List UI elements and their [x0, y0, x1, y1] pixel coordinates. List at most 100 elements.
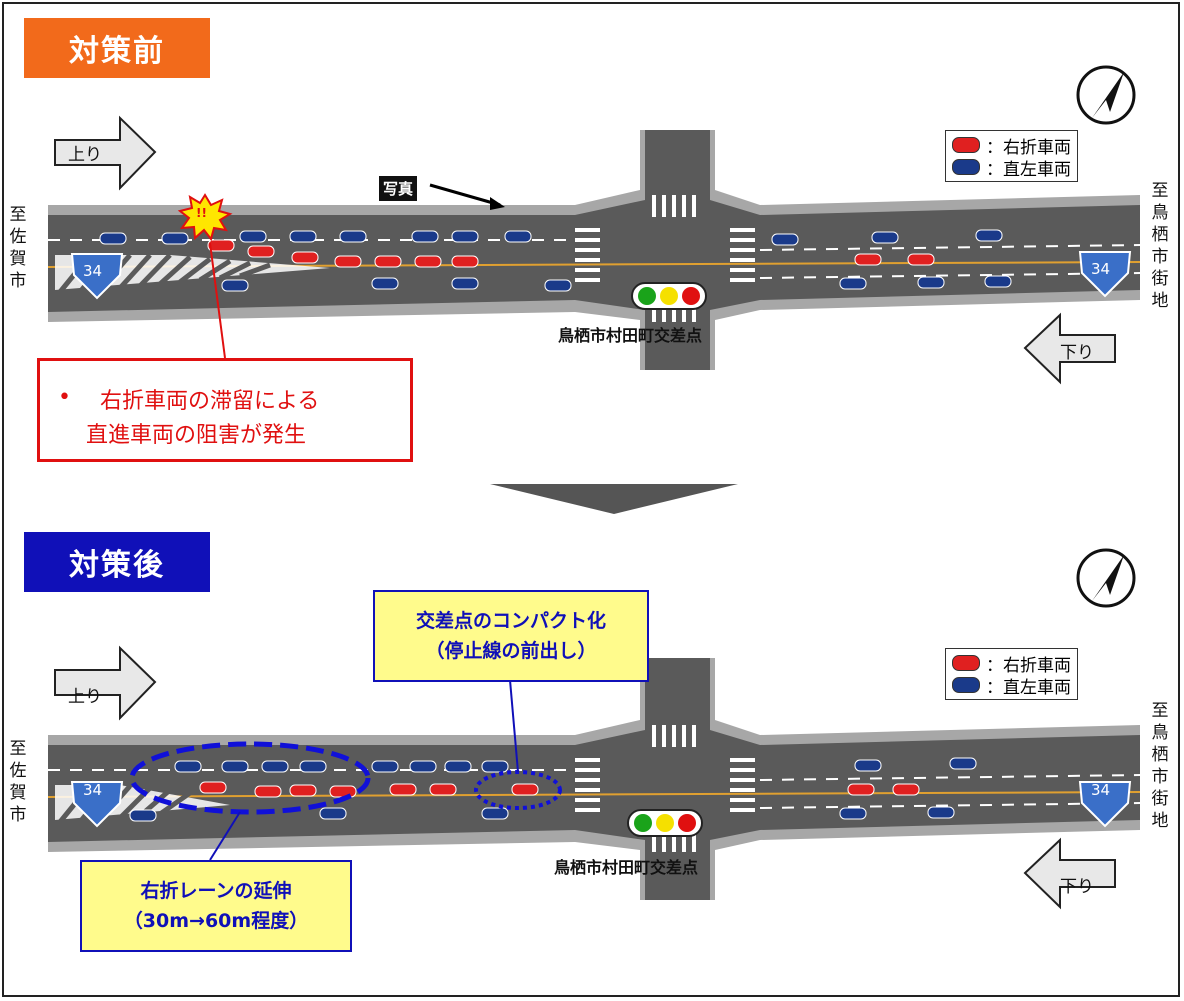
route-shield-icon	[1078, 781, 1132, 828]
car-right-turn	[451, 255, 479, 268]
cars-right-turn	[207, 239, 935, 268]
after-title: 対策後	[24, 532, 210, 592]
car-straight	[871, 231, 899, 244]
car-straight	[839, 277, 867, 290]
legend-straight: ：直左車両	[952, 674, 1071, 698]
car-right-turn	[289, 784, 317, 797]
junction-name: 鳥栖市村田町交差点	[558, 326, 703, 345]
compact-pointer	[509, 679, 519, 773]
route-number-left: 34	[83, 781, 103, 799]
car-straight	[481, 760, 509, 773]
up-direction-label: 上り	[68, 687, 102, 707]
to-saga-label: 至佐 賀市	[9, 205, 27, 291]
car-straight	[371, 760, 399, 773]
car-right-turn	[254, 785, 282, 798]
car-straight	[339, 230, 367, 243]
warning-mark: !!	[196, 206, 207, 220]
after-diagram	[47, 548, 1141, 910]
car-straight	[239, 230, 267, 243]
north-arrow-icon	[1076, 65, 1136, 125]
compact-line1: 交差点のコンパクト化	[415, 610, 606, 632]
before-diagram	[47, 65, 1141, 385]
route-number-right: 34	[1091, 781, 1111, 799]
car-straight	[409, 760, 437, 773]
issue-line1: 右折車両の滞留による	[100, 389, 320, 414]
up-direction-label: 上り	[68, 145, 102, 165]
car-straight	[839, 807, 867, 820]
car-right-turn	[847, 783, 875, 796]
car-straight	[444, 760, 472, 773]
traffic-signal-icon	[627, 809, 703, 837]
extend-pointer	[209, 811, 241, 861]
car-right-turn	[334, 255, 362, 268]
car-right-turn	[414, 255, 442, 268]
straight-car-icon	[952, 159, 980, 175]
traffic-signal-icon	[631, 282, 707, 310]
issue-box: • 右折車両の滞留による 直進車両の阻害が発生	[37, 358, 413, 462]
route-shield-icon	[70, 253, 124, 300]
car-straight	[299, 760, 327, 773]
straight-car-icon	[952, 677, 980, 693]
car-right-turn	[389, 783, 417, 796]
car-right-turn	[329, 785, 357, 798]
car-straight	[975, 229, 1003, 242]
car-right-turn	[374, 255, 402, 268]
car-right-turn	[291, 251, 319, 264]
car-straight	[161, 232, 189, 245]
direction-arrow-icon	[54, 115, 157, 191]
down-direction-label: 下り	[1060, 877, 1094, 897]
legend-straight: ：直左車両	[952, 156, 1071, 180]
issue-bullet: •	[58, 385, 71, 410]
car-straight	[504, 230, 532, 243]
compact-line2: （停止線の前出し）	[425, 640, 597, 662]
crosswalks	[575, 195, 755, 322]
car-right-turn	[207, 239, 235, 252]
car-straight	[371, 277, 399, 290]
photo-label: 写真	[379, 176, 418, 201]
direction-arrow-icon	[1023, 312, 1116, 385]
car-right-turn	[854, 253, 882, 266]
car-straight	[854, 759, 882, 772]
route-shield-icon	[1078, 251, 1132, 298]
to-tosu-label: 至鳥 栖市 街地	[1151, 181, 1169, 311]
route-number-left: 34	[83, 262, 103, 280]
car-straight	[927, 806, 955, 819]
photo-arrow	[429, 183, 501, 207]
direction-arrow-icon	[54, 645, 157, 721]
cars-straight	[99, 229, 1012, 292]
car-straight	[451, 230, 479, 243]
route-number-right: 34	[1091, 260, 1111, 278]
car-straight	[544, 279, 572, 292]
direction-arrow-icon	[1023, 837, 1116, 910]
car-straight	[129, 809, 157, 822]
car-straight	[289, 230, 317, 243]
right-turn-car-icon	[952, 655, 980, 671]
extend-line1: 右折レーンの延伸	[140, 880, 292, 902]
car-straight	[221, 760, 249, 773]
car-straight	[949, 757, 977, 770]
issue-pointer	[209, 242, 226, 359]
car-straight	[261, 760, 289, 773]
to-saga-label: 至佐 賀市	[9, 739, 27, 825]
legend: ：右折車両 ：直左車両	[945, 648, 1078, 700]
car-straight	[411, 230, 439, 243]
car-straight	[221, 279, 249, 292]
car-straight	[174, 760, 202, 773]
right-turn-car-icon	[952, 137, 980, 153]
before-title: 対策前	[24, 18, 210, 78]
car-right-turn	[429, 783, 457, 796]
car-straight	[451, 277, 479, 290]
legend-right-turn: ：右折車両	[952, 652, 1071, 676]
car-right-turn	[907, 253, 935, 266]
legend-right-turn: ：右折車両	[952, 134, 1071, 158]
north-arrow-icon	[1076, 548, 1136, 608]
car-straight	[481, 807, 509, 820]
compact-callout: 交差点のコンパクト化 （停止線の前出し）	[373, 590, 649, 682]
car-right-turn	[199, 781, 227, 794]
junction-name: 鳥栖市村田町交差点	[554, 858, 699, 877]
car-right-turn	[247, 245, 275, 258]
cars-straight	[129, 757, 977, 822]
car-straight	[319, 807, 347, 820]
crosswalks	[575, 725, 755, 852]
down-direction-label: 下り	[1060, 343, 1094, 363]
